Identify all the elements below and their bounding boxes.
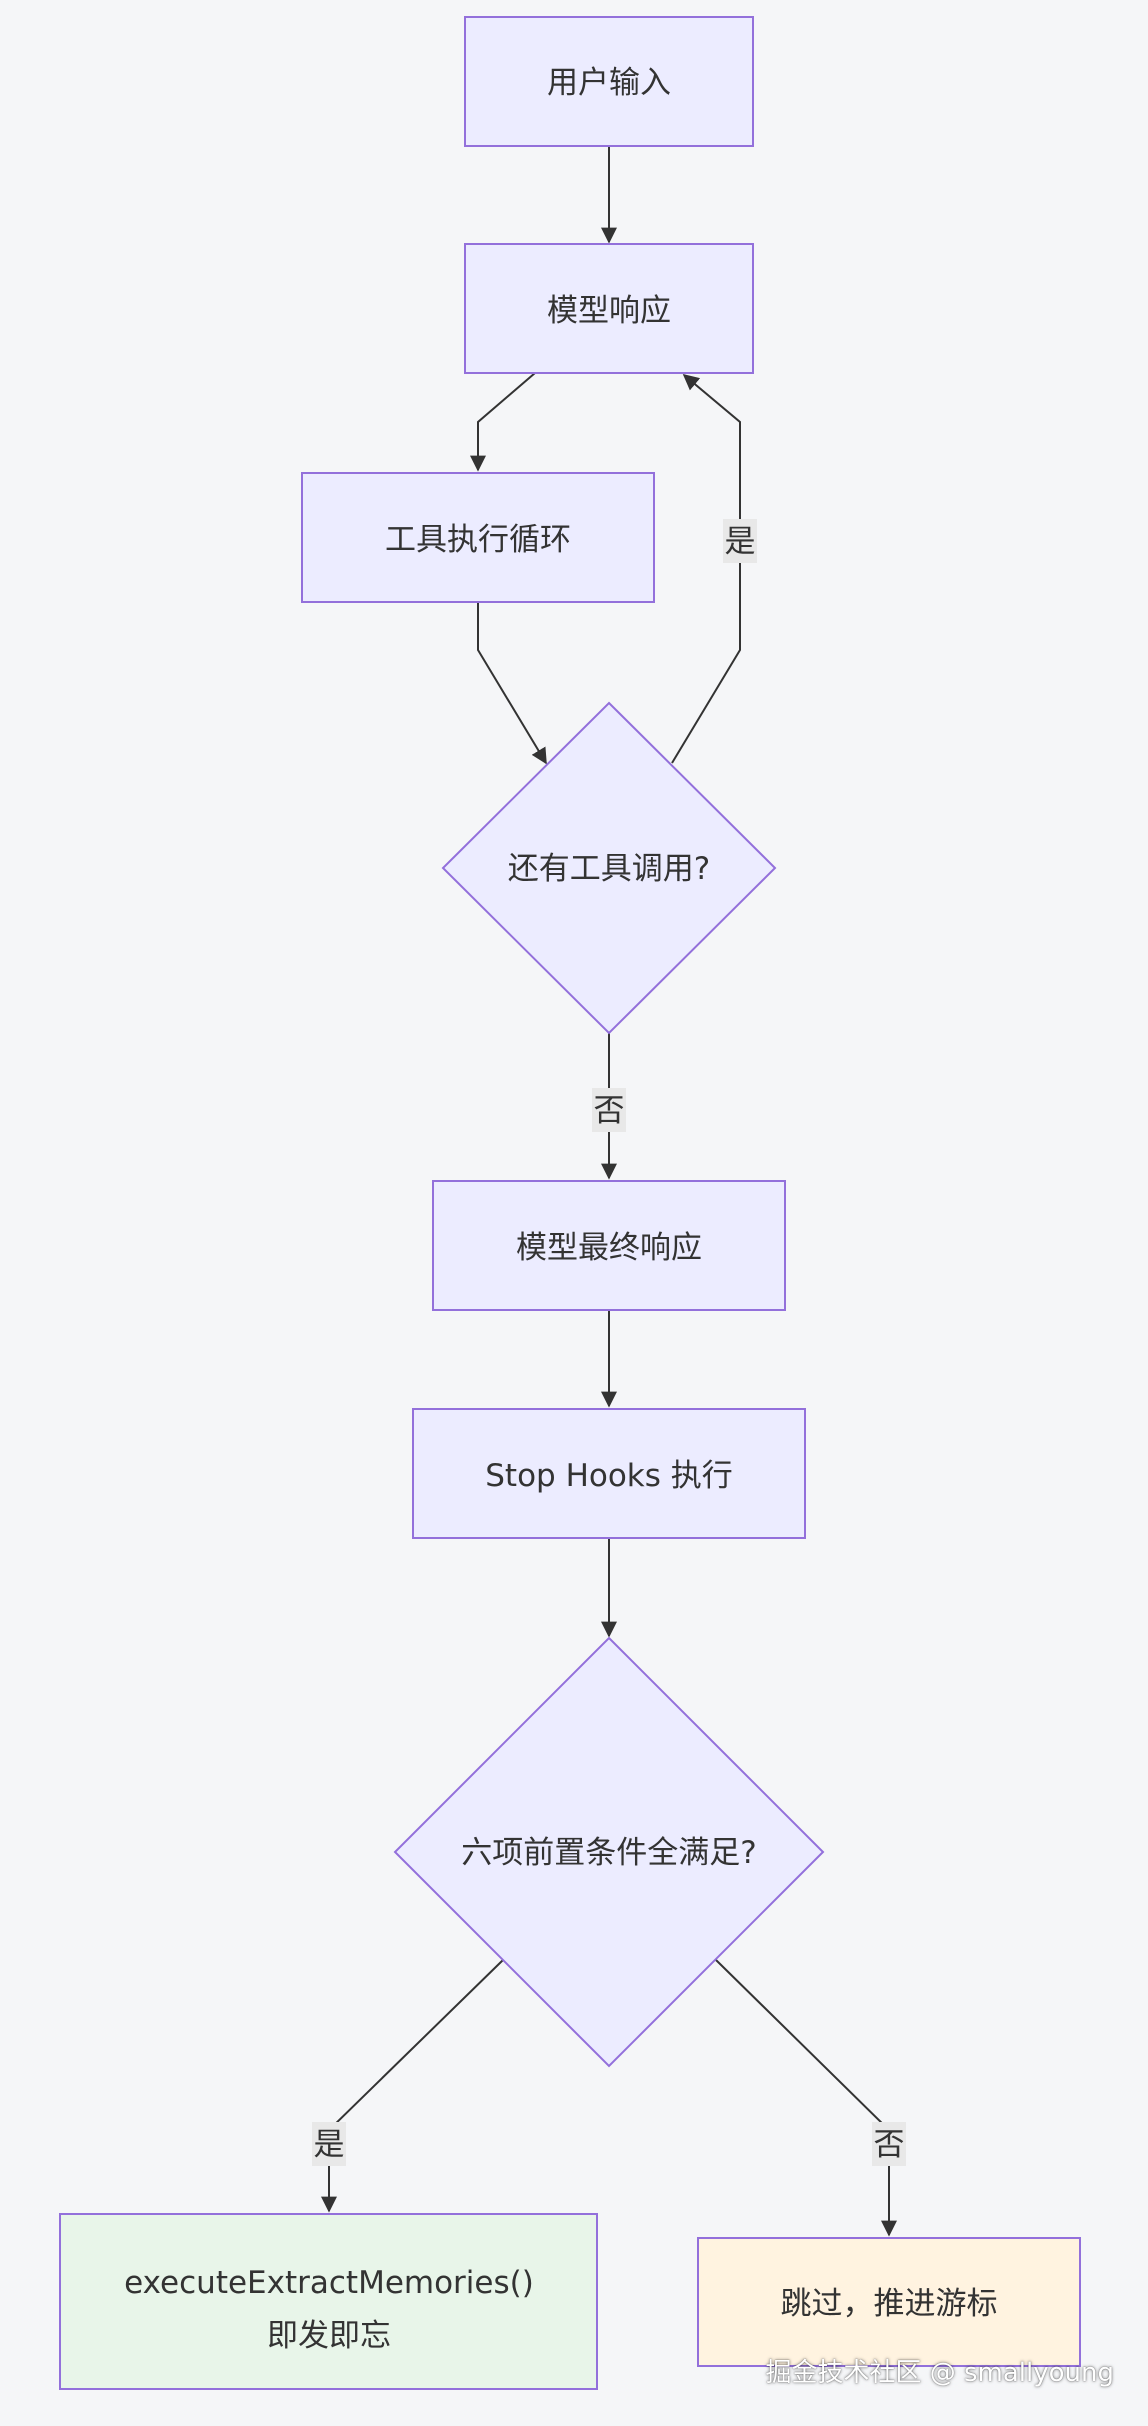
edge-label-loop-no-text: 否 [594,1093,625,1129]
node-stop-hooks: Stop Hooks 执行 [412,1408,806,1539]
edge-decision-to-response-yes [671,373,741,764]
node-six-conditions-label: 六项前置条件全满足? [461,1835,756,1871]
node-skip-advance: 跳过，推进游标 [697,2237,1081,2367]
edge-label-cond-no: 否 [872,2122,906,2166]
node-skip-advance-label: 跳过，推进游标 [781,2286,998,2322]
node-stop-hooks-label: Stop Hooks 执行 [485,1458,733,1494]
edge-conditions-to-skip-no [715,1959,897,2237]
edge-label-cond-yes: 是 [312,2122,346,2166]
node-user-input: 用户输入 [464,16,754,147]
edge-label-cond-yes-text: 是 [314,2127,345,2163]
node-final-response: 模型最终响应 [432,1180,786,1311]
edge-label-loop-yes: 是 [723,519,757,563]
node-six-conditions: 六项前置条件全满足? [393,1636,825,2068]
node-has-tool-call-label: 还有工具调用? [508,851,710,887]
edge-conditions-to-extract-yes [321,1959,504,2213]
edge-response-to-toolloop [470,372,536,472]
node-model-response-label: 模型响应 [547,293,671,329]
node-tool-loop: 工具执行循环 [301,472,655,603]
edge-label-cond-no-text: 否 [874,2127,905,2163]
node-model-response: 模型响应 [464,243,754,374]
node-final-response-label: 模型最终响应 [516,1230,702,1266]
node-extract-memories: executeExtractMemories() 即发即忘 [59,2213,598,2390]
watermark: 掘金技术社区 @ smallyoung [765,2358,1114,2388]
node-has-tool-call: 还有工具调用? [441,701,777,1035]
edge-label-loop-no: 否 [592,1088,626,1132]
edge-toolloop-to-decision [477,602,547,765]
node-extract-memories-line1: executeExtractMemories() [124,2265,534,2301]
node-tool-loop-label: 工具执行循环 [385,522,571,558]
node-user-input-label: 用户输入 [547,65,671,101]
node-extract-memories-line2: 即发即忘 [267,2318,391,2354]
edge-label-loop-yes-text: 是 [725,524,756,560]
